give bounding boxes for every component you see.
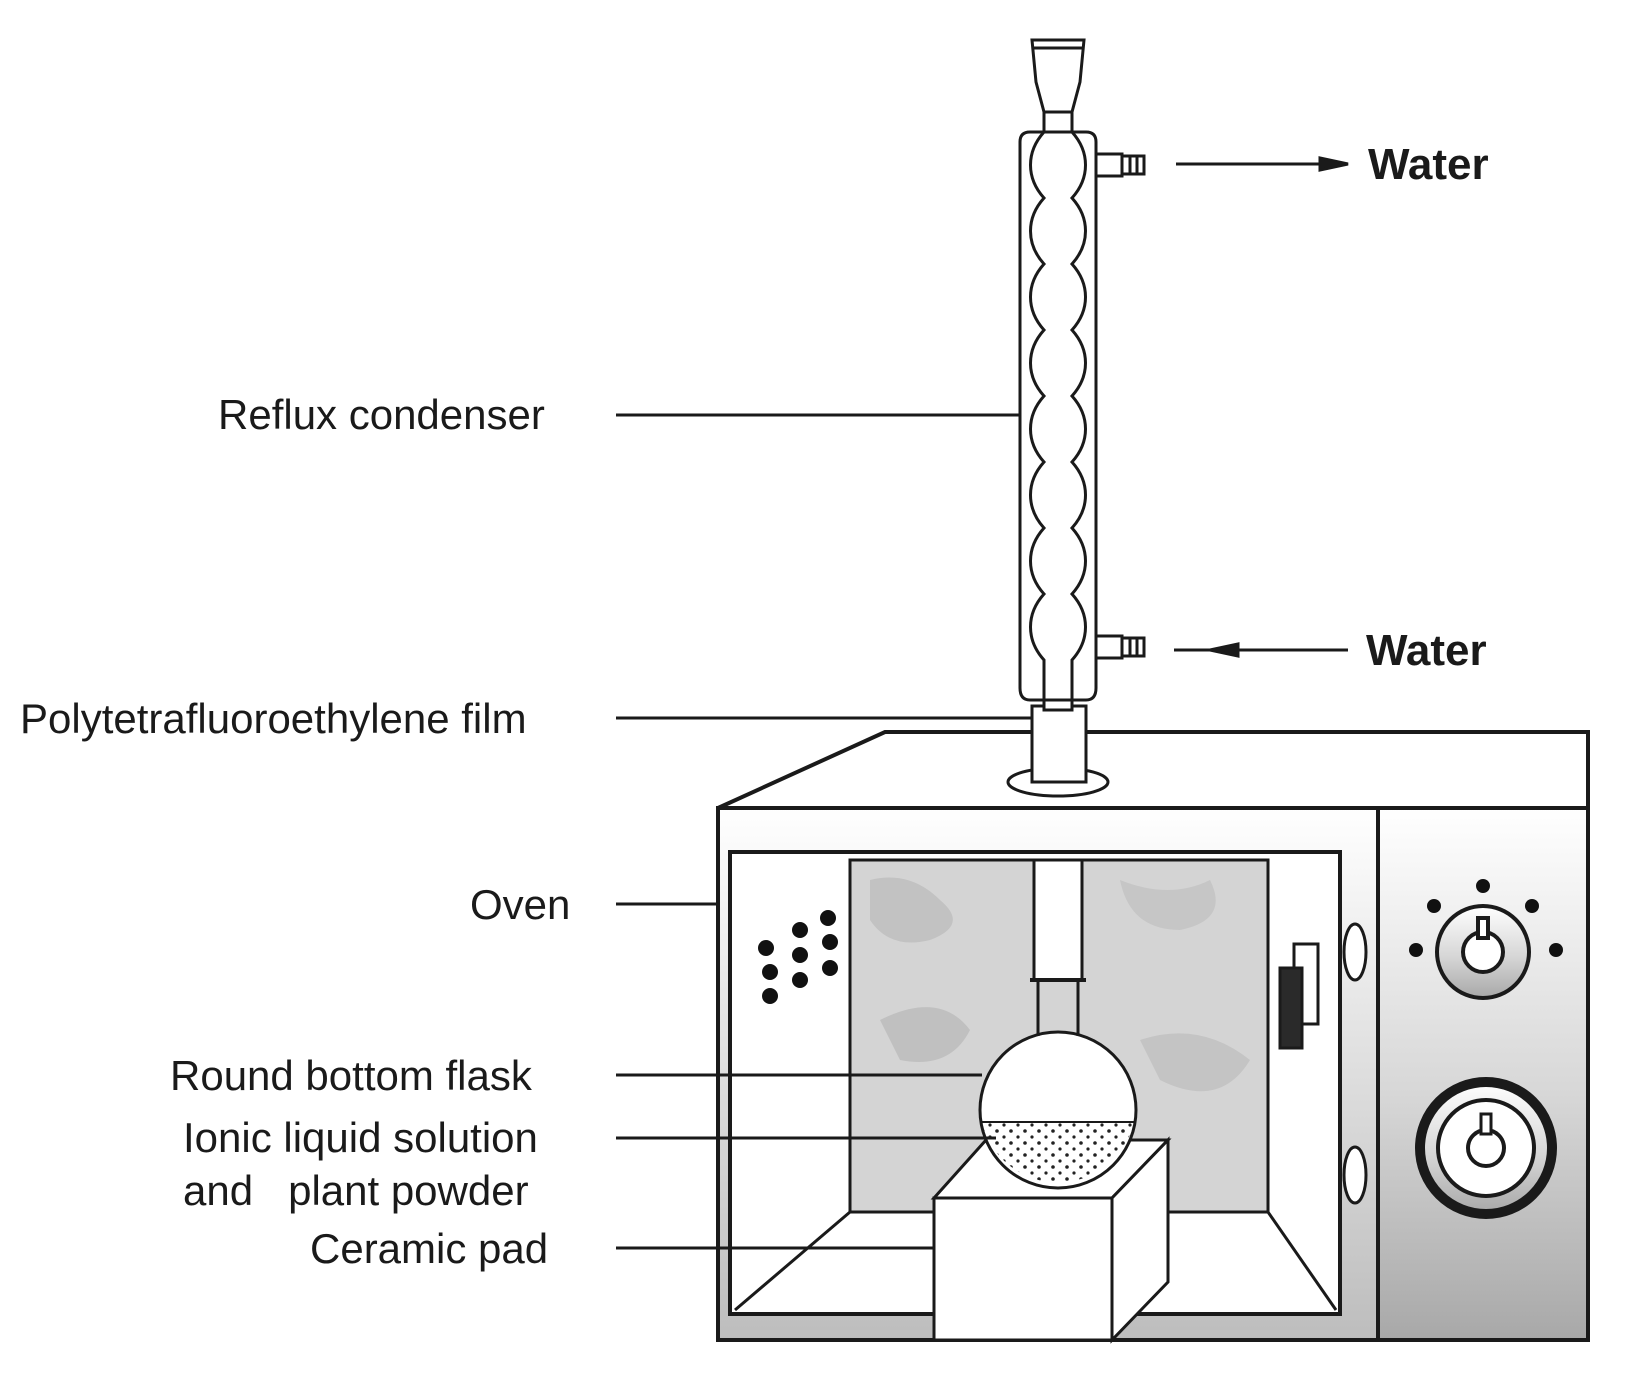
ionic-liquid-solution <box>982 1122 1134 1183</box>
power-knob <box>1415 1077 1557 1219</box>
door-latch <box>1278 942 1320 1050</box>
ptfe-film <box>1030 704 1088 784</box>
water-out-arrow <box>1176 156 1349 172</box>
water-in-arrow <box>1174 642 1348 658</box>
reflux-condenser <box>1018 38 1146 712</box>
oven-top <box>717 730 1590 810</box>
round-bottom-flask <box>978 858 1138 1190</box>
timer-knob <box>1435 904 1531 1000</box>
label-ceramic-pad: Ceramic pad <box>310 1225 549 1272</box>
vent-holes <box>758 910 838 1004</box>
door-hinges <box>1342 922 1368 1205</box>
label-oven: Oven <box>470 881 571 928</box>
label-ptfe-film: Polytetrafluoroethylene film <box>20 695 527 742</box>
leader-lines <box>616 413 1032 1250</box>
label-ionic-liquid-line1: Ionic liquid solution <box>183 1114 538 1161</box>
label-reflux-condenser: Reflux condenser <box>218 391 545 438</box>
label-ionic-liquid-line2: and plant powder <box>183 1167 529 1214</box>
label-water-in: Water <box>1366 626 1487 675</box>
timer-knob-marks <box>1409 879 1563 957</box>
label-round-bottom-flask: Round bottom flask <box>170 1052 532 1099</box>
label-water-out: Water <box>1368 140 1489 189</box>
